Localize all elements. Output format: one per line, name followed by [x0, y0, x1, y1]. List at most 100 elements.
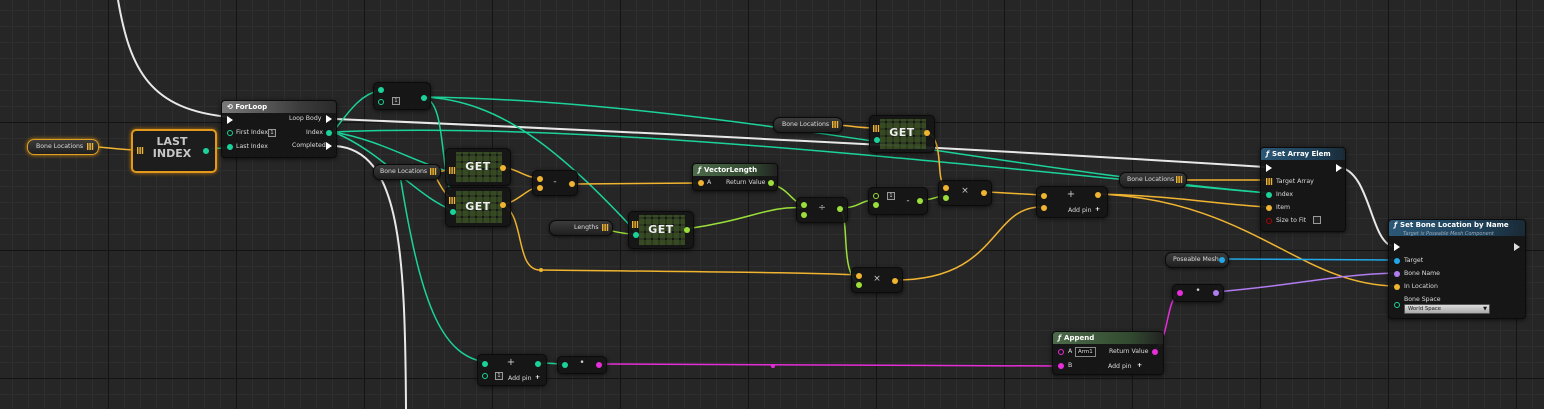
size-to-fit-pin[interactable]	[1266, 218, 1272, 224]
exec-output-pin[interactable]	[1514, 243, 1520, 251]
get-node-1[interactable]: GET	[445, 148, 511, 186]
array-input-pin[interactable]	[873, 125, 880, 132]
float-output-pin[interactable]	[837, 206, 843, 212]
array-input-pin[interactable]	[137, 147, 144, 154]
vector-output-pin[interactable]	[892, 278, 898, 284]
exec-input-pin[interactable]	[1394, 243, 1400, 251]
float-input-b-pin[interactable]	[801, 212, 807, 218]
float-output-pin[interactable]	[684, 227, 690, 233]
vector-input-b-pin[interactable]	[1041, 205, 1047, 211]
get-node-3[interactable]: GET	[869, 115, 935, 153]
int-input-b-pin[interactable]	[378, 99, 384, 105]
float-input-a-pin[interactable]	[801, 202, 807, 208]
bone-space-dropdown[interactable]: World Space ▼	[1404, 304, 1490, 314]
add-pin-icon[interactable]: +	[1137, 362, 1143, 369]
input-a-value[interactable]: Arm1	[1075, 347, 1096, 357]
int-add-node-bottom[interactable]: 1 + Add pin +	[477, 354, 547, 386]
string-input-a-pin[interactable]	[1058, 349, 1064, 355]
add-pin-icon[interactable]: +	[535, 374, 541, 381]
add-pin-label[interactable]: Add pin	[508, 375, 532, 382]
array-input-pin[interactable]	[449, 197, 456, 204]
int-input-b-pin[interactable]	[482, 373, 488, 379]
integer-output-pin[interactable]	[203, 148, 209, 154]
array-pin[interactable]	[832, 121, 839, 128]
string-to-name-conversion-node[interactable]: •	[1172, 284, 1224, 302]
bone-locations-variable-node[interactable]: Bone Locations	[773, 117, 843, 133]
array-input-pin[interactable]	[449, 167, 456, 174]
multiply-node-lower[interactable]: ×	[851, 267, 903, 293]
vector-output-pin[interactable]	[981, 190, 987, 196]
get-lengths-node[interactable]: GET	[628, 211, 694, 249]
float-input-b-pin[interactable]	[856, 282, 862, 288]
index-input-pin[interactable]	[450, 209, 456, 215]
int-output-pin[interactable]	[535, 361, 541, 367]
target-pin[interactable]	[1394, 258, 1400, 264]
bone-name-pin[interactable]	[1394, 271, 1400, 277]
vector-output-pin[interactable]	[1095, 192, 1101, 198]
float-input-a-pin[interactable]	[873, 193, 879, 199]
index-input-pin[interactable]	[633, 232, 639, 238]
target-array-pin[interactable]	[1266, 178, 1273, 185]
size-to-fit-checkbox[interactable]	[1313, 216, 1321, 224]
vector-input-a-pin[interactable]	[1041, 193, 1047, 199]
float-input-b-pin[interactable]	[873, 202, 879, 208]
string-output-pin[interactable]	[1152, 349, 1158, 355]
loop-body-pin[interactable]	[326, 115, 332, 123]
int-b-value[interactable]: 1	[392, 97, 400, 105]
array-pin[interactable]	[87, 143, 94, 150]
vector-add-node[interactable]: + Add pin +	[1036, 186, 1108, 218]
array-input-pin[interactable]	[632, 221, 639, 228]
first-index-value[interactable]: 1	[268, 129, 276, 137]
poseable-mesh-variable-node[interactable]: Poseable Mesh	[1165, 252, 1229, 268]
float-input-b-pin[interactable]	[943, 195, 949, 201]
vector-input-pin[interactable]	[698, 180, 704, 186]
string-output-pin[interactable]	[596, 362, 602, 368]
int-input-pin[interactable]	[562, 362, 568, 368]
array-pin[interactable]	[430, 168, 437, 175]
array-pin[interactable]	[602, 224, 609, 231]
bone-space-pin[interactable]	[1394, 302, 1400, 308]
bone-locations-variable-node[interactable]: Bone Locations	[373, 164, 441, 180]
int-output-pin[interactable]	[421, 95, 427, 101]
string-input-pin[interactable]	[1177, 290, 1183, 296]
vector-subtract-node[interactable]: -	[532, 170, 578, 196]
index-input-pin[interactable]	[1266, 192, 1272, 198]
divide-node[interactable]: ÷	[796, 197, 848, 223]
multiply-node-upper[interactable]: ×	[938, 180, 992, 206]
vector-output-pin[interactable]	[569, 181, 575, 187]
index-output-pin[interactable]	[326, 130, 332, 136]
get-node-2[interactable]: GET	[445, 187, 511, 227]
int-input-a-pin[interactable]	[482, 361, 488, 367]
int-to-string-conversion-node[interactable]: •	[557, 356, 607, 374]
index-input-pin[interactable]	[874, 137, 880, 143]
last-index-pin[interactable]	[227, 144, 233, 150]
exec-output-pin[interactable]	[1336, 164, 1342, 172]
forloop-node[interactable]: ⟲ ForLoop First Index 1 Last Index Loop …	[221, 100, 337, 158]
int-add-node-top[interactable]: 1	[373, 82, 431, 110]
vector-output-pin[interactable]	[924, 130, 930, 136]
add-pin-label[interactable]: Add pin	[1108, 363, 1132, 370]
in-location-pin[interactable]	[1394, 284, 1400, 290]
add-pin-label[interactable]: Add pin	[1068, 207, 1092, 214]
completed-pin[interactable]	[326, 142, 332, 150]
bone-locations-variable-node[interactable]: Bone Locations	[1119, 172, 1187, 188]
float-output-pin[interactable]	[768, 180, 774, 186]
vector-input-b-pin[interactable]	[537, 185, 543, 191]
add-pin-icon[interactable]: +	[1095, 206, 1101, 213]
vector-input-a-pin[interactable]	[537, 176, 543, 182]
name-output-pin[interactable]	[1213, 290, 1219, 296]
last-index-node[interactable]: LAST INDEX	[131, 129, 217, 173]
int-input-a-pin[interactable]	[378, 87, 384, 93]
exec-input-pin[interactable]	[227, 116, 233, 124]
float-subtract-node[interactable]: 1 -	[868, 187, 928, 215]
int-b-value[interactable]: 1	[495, 372, 503, 380]
exec-input-pin[interactable]	[1266, 164, 1272, 172]
vector-output-pin[interactable]	[500, 165, 506, 171]
vector-output-pin[interactable]	[500, 202, 506, 208]
float-output-pin[interactable]	[917, 198, 923, 204]
item-input-pin[interactable]	[1266, 205, 1272, 211]
lengths-variable-node[interactable]: Lengths	[549, 220, 613, 236]
